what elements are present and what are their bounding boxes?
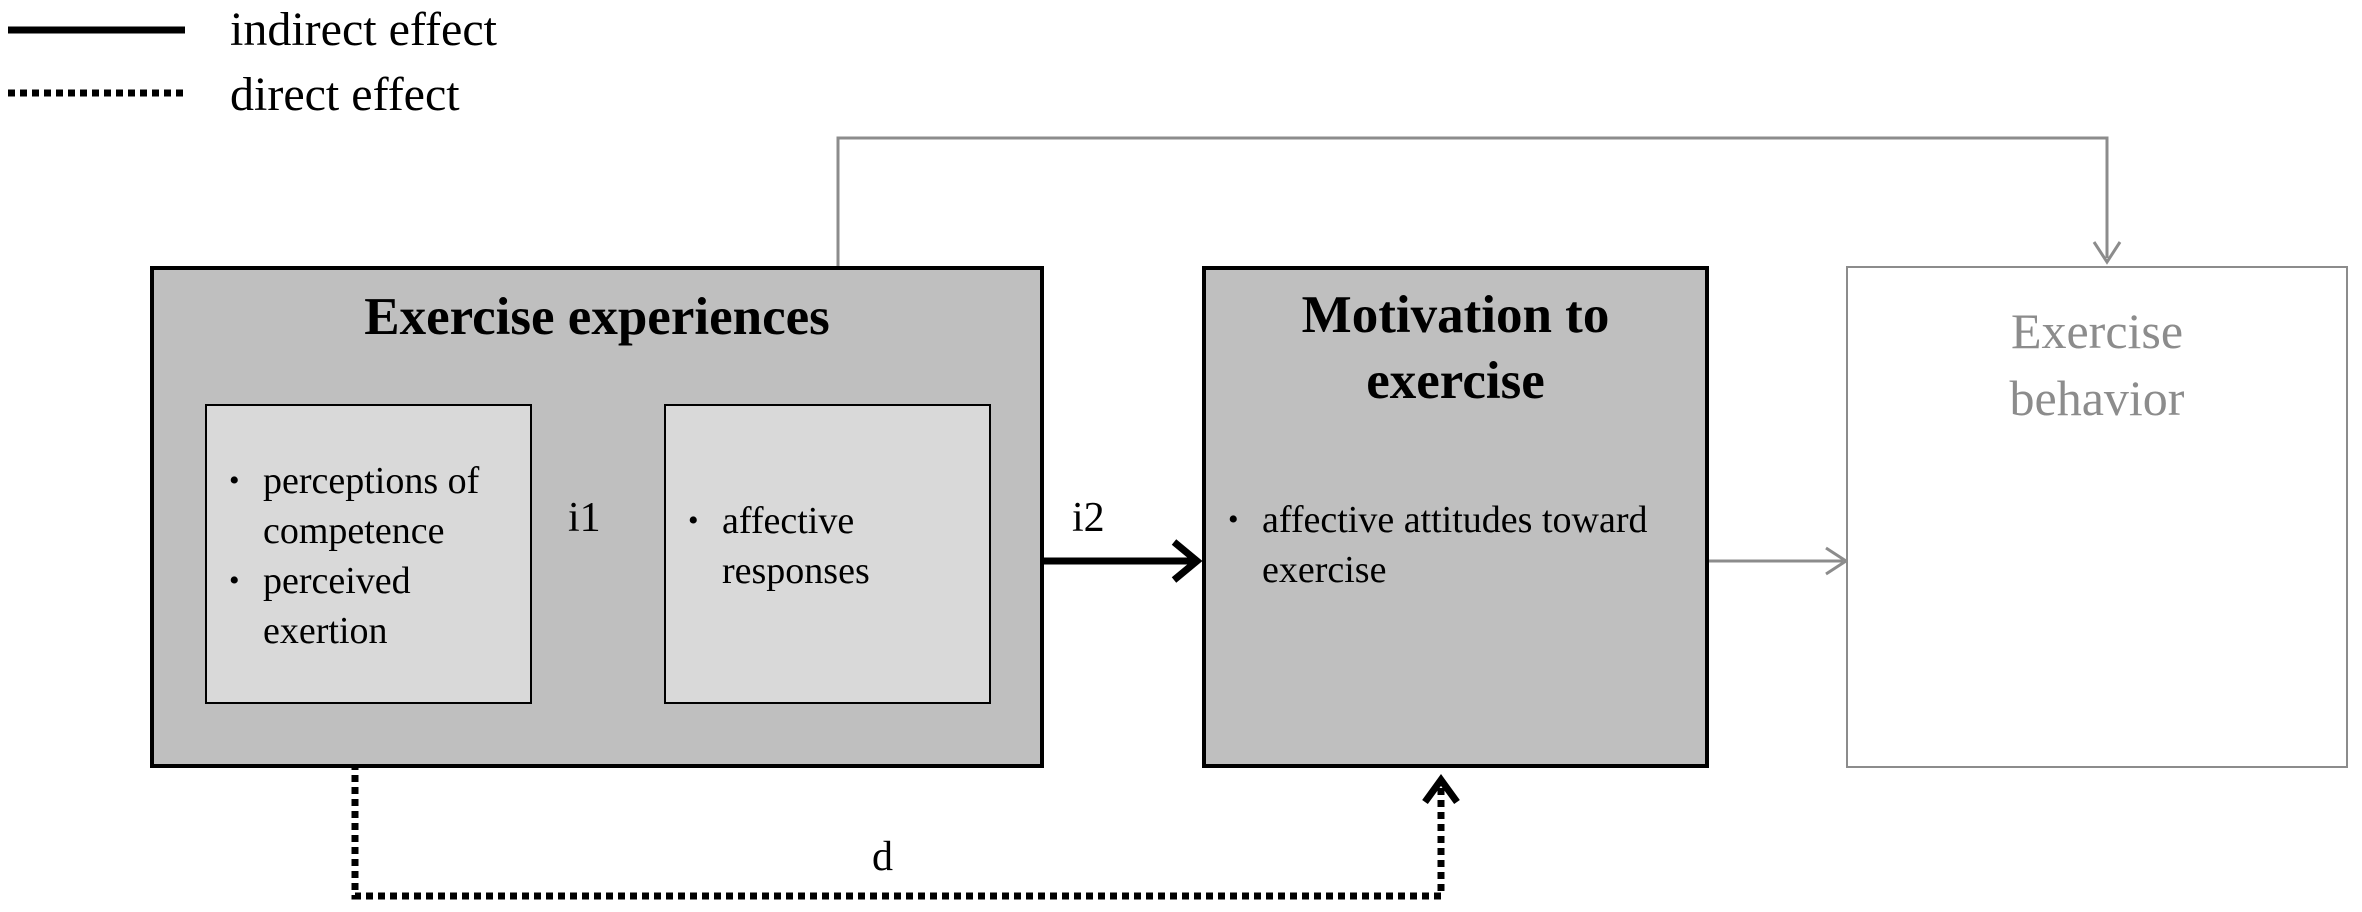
affective-responses-box: affective responses bbox=[664, 404, 991, 704]
list-item: affective responses bbox=[686, 496, 981, 596]
list-item: affective attitudes toward exercise bbox=[1226, 495, 1696, 595]
d-arrowhead bbox=[1422, 774, 1460, 805]
exercise-behavior-box: Exercise behavior bbox=[1846, 266, 2348, 768]
legend-indirect-label: indirect effect bbox=[230, 3, 497, 56]
motivation-title-line2: exercise bbox=[1366, 352, 1545, 410]
behavior-top-arrowhead bbox=[2092, 241, 2122, 265]
list-item: perceived exertion bbox=[227, 556, 522, 656]
motivation-list: affective attitudes toward exercise bbox=[1226, 495, 1696, 595]
motivation-box: Motivation to exercise affective attitud… bbox=[1202, 266, 1709, 768]
exercise-experiences-title: Exercise experiences bbox=[364, 288, 830, 346]
i1-label: i1 bbox=[568, 495, 601, 541]
competence-exertion-list: perceptions of competence perceived exer… bbox=[227, 456, 522, 656]
exercise-behavior-title: Exercise behavior bbox=[1848, 298, 2346, 432]
list-item: perceptions of competence bbox=[227, 456, 522, 556]
d-label: d bbox=[872, 834, 893, 880]
d-path bbox=[351, 703, 1445, 900]
motivation-title: Motivation to exercise bbox=[1206, 282, 1705, 414]
exercise-behavior-title-line1: Exercise bbox=[2010, 303, 2184, 359]
experiences-to-behavior-path bbox=[836, 136, 2109, 266]
i2-label: i2 bbox=[1072, 495, 1105, 541]
motivation-title-line1: Motivation to bbox=[1301, 286, 1610, 344]
i2-arrowhead bbox=[1171, 539, 1203, 583]
exercise-behavior-title-line2: behavior bbox=[2009, 370, 2185, 426]
affective-responses-list: affective responses bbox=[686, 496, 981, 596]
competence-exertion-box: perceptions of competence perceived exer… bbox=[205, 404, 532, 704]
legend-direct-label: direct effect bbox=[230, 68, 460, 121]
